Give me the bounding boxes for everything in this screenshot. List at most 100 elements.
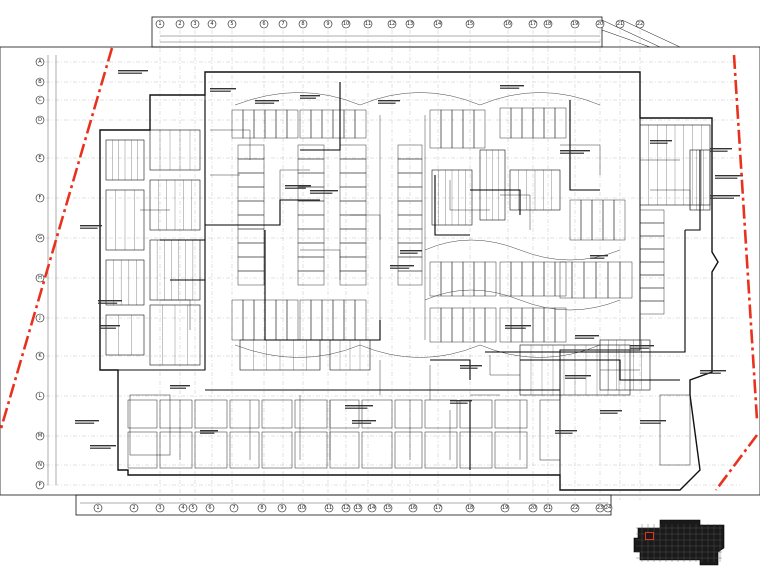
grid-label: 1 — [158, 21, 161, 27]
grid-bubble-bottom: 19 — [500, 503, 510, 513]
grid-label: 16 — [410, 505, 416, 511]
grid-label: 5 — [191, 505, 194, 511]
grid-bubble-top: 7 — [278, 19, 288, 29]
grid-bubble-top: 3 — [190, 19, 200, 29]
grid-label: 20 — [530, 505, 536, 511]
grid-bubble-top: 12 — [387, 19, 397, 29]
grid-bubble-bottom: 23 — [595, 503, 605, 513]
pipe-branches — [140, 129, 691, 460]
grid-label: 13 — [407, 21, 413, 27]
grid-bubble-top: 9 — [323, 19, 333, 29]
grid-bubble-bottom: 7 — [229, 503, 239, 513]
grid-label: 9 — [280, 505, 283, 511]
grid-bubble-top: 5 — [227, 19, 237, 29]
grid-label: 18 — [467, 505, 473, 511]
grid-label: 1 — [96, 505, 99, 511]
grid-label: 21 — [617, 21, 623, 27]
grid-label: 8 — [301, 21, 304, 27]
grid-label: 15 — [467, 21, 473, 27]
grid-label: 24 — [605, 505, 611, 511]
grid-label: H — [38, 275, 42, 281]
grid-label: J — [38, 315, 40, 321]
grid-label: 17 — [435, 505, 441, 511]
grid-label: L — [39, 393, 42, 399]
grid-bubble-left: J — [35, 313, 45, 323]
grid-label: 14 — [369, 505, 375, 511]
grid-bubble-left: C — [35, 95, 45, 105]
pipe-runs — [160, 82, 701, 470]
grid-bubble-bottom: 11 — [324, 503, 334, 513]
grid-bubble-left: P — [35, 480, 45, 490]
grid-bubble-left: L — [35, 391, 45, 401]
grid-bubble-left: M — [35, 431, 45, 441]
grid-bubble-left: K — [35, 351, 45, 361]
grid-label: 2 — [132, 505, 135, 511]
key-plan-thumbnail — [633, 519, 725, 566]
grid-label: A — [38, 59, 42, 65]
annotation-notes — [75, 70, 743, 449]
grid-bubble-top: 21 — [615, 19, 625, 29]
grid-label: 21 — [545, 505, 551, 511]
grid-label: 16 — [505, 21, 511, 27]
grid-label: D — [38, 117, 42, 123]
grid-label: 11 — [326, 505, 332, 511]
grid-label: 5 — [230, 21, 233, 27]
grid-bubble-bottom: 4 — [178, 503, 188, 513]
grid-bubble-bottom: 20 — [528, 503, 538, 513]
grid-bubble-bottom: 3 — [155, 503, 165, 513]
grid-label: M — [38, 433, 42, 439]
grid-bubble-bottom: 21 — [543, 503, 553, 513]
grid-label: E — [38, 155, 41, 161]
grid-label: 13 — [355, 505, 361, 511]
grid-bubble-top: 10 — [341, 19, 351, 29]
grid-label: 6 — [262, 21, 265, 27]
grid-label: 6 — [208, 505, 211, 511]
grid-label: F — [39, 195, 42, 201]
grid-label: 23 — [597, 505, 603, 511]
grid-bubble-bottom: 14 — [367, 503, 377, 513]
grid-bubble-top: 6 — [259, 19, 269, 29]
grid-bubble-top: 4 — [207, 19, 217, 29]
grid-bubble-top: 16 — [503, 19, 513, 29]
grid-label: 11 — [365, 21, 371, 27]
grid-bubble-top: 19 — [570, 19, 580, 29]
grid-bubble-bottom: 1 — [93, 503, 103, 513]
grid-label: K — [38, 353, 42, 359]
grid-label: 7 — [281, 21, 284, 27]
grid-label: C — [38, 97, 42, 103]
grid-label: 22 — [572, 505, 578, 511]
grid-label: 10 — [299, 505, 305, 511]
grid-bubble-top: 22 — [635, 19, 645, 29]
grid-label: 3 — [158, 505, 161, 511]
grid-bubble-left: D — [35, 115, 45, 125]
grid-label: 22 — [637, 21, 643, 27]
grid-label: 15 — [385, 505, 391, 511]
grid-bubble-left: H — [35, 273, 45, 283]
grid-bubble-top: 17 — [528, 19, 538, 29]
grid-bubble-bottom: 6 — [205, 503, 215, 513]
lower-zone-rooms — [127, 394, 691, 469]
grid-label: 19 — [572, 21, 578, 27]
grid-label: 9 — [326, 21, 329, 27]
grid-label: 2 — [178, 21, 181, 27]
grid-bubble-left: N — [35, 460, 45, 470]
grid-label: 12 — [389, 21, 395, 27]
grid-bubble-left: F — [35, 193, 45, 203]
grid-label: 19 — [502, 505, 508, 511]
grid-bubble-top: 8 — [298, 19, 308, 29]
drive-aisles — [234, 92, 621, 358]
equipment-rooms — [105, 124, 711, 396]
grid-bubble-bottom: 24 — [603, 503, 613, 513]
grid-bubble-bottom: 9 — [277, 503, 287, 513]
grid-label: 3 — [193, 21, 196, 27]
grid-bubble-top: 2 — [175, 19, 185, 29]
grid-label: 10 — [343, 21, 349, 27]
grid-bubble-bottom: 2 — [129, 503, 139, 513]
grid-bubble-top: 13 — [405, 19, 415, 29]
grid-bubble-bottom: 8 — [257, 503, 267, 513]
grid-label: 17 — [530, 21, 536, 27]
